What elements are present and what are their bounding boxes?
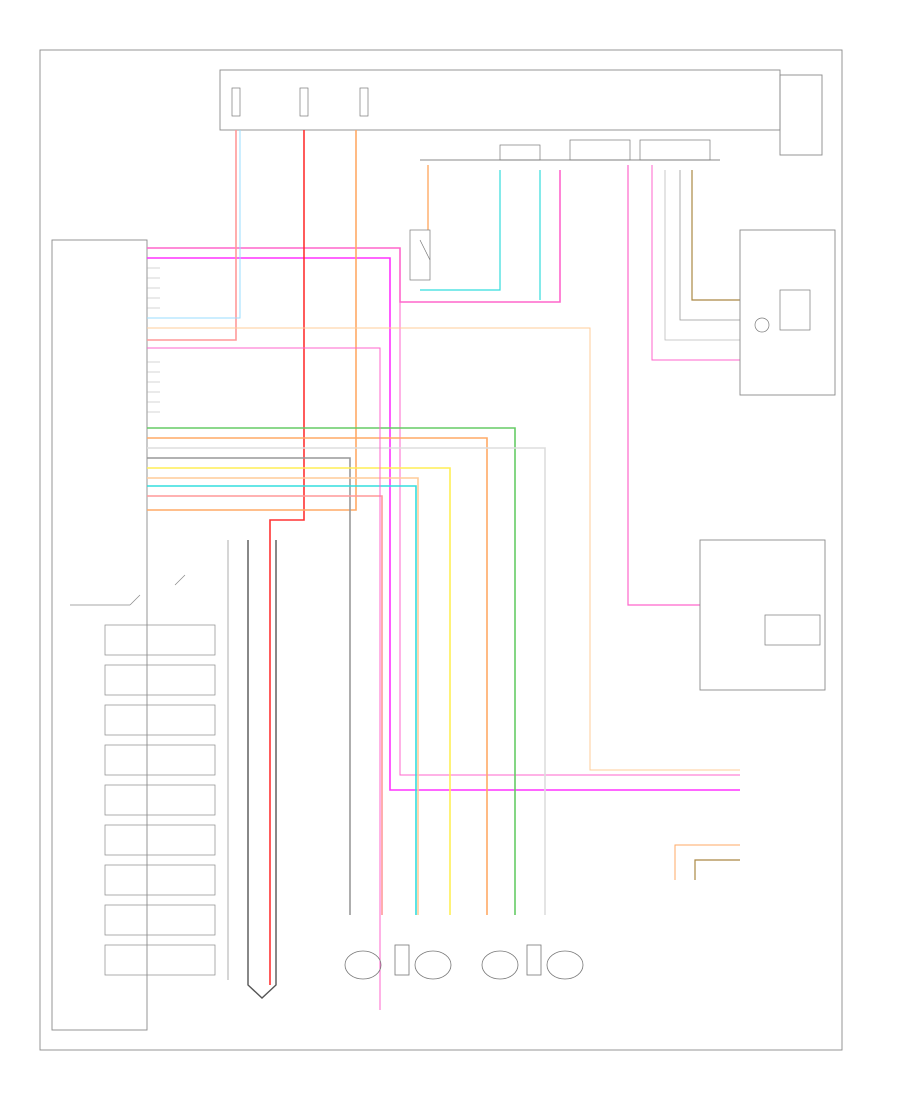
wire-battery-feed [147, 130, 237, 341]
lf-wheel-speed-sensor [344, 950, 382, 980]
connector-a [499, 144, 541, 161]
wire-relay-control [651, 165, 740, 361]
rf-sensor-connector [526, 944, 542, 976]
brake-switch-box [409, 229, 431, 281]
wire-serial-data-1 [147, 170, 561, 303]
wire-lr-sensor-high [147, 485, 417, 915]
valve-box [104, 824, 216, 856]
lr-wheel-speed-sensor [414, 950, 452, 980]
wire-cyan-1 [420, 170, 501, 291]
wire-relay-ground [679, 170, 740, 321]
wire-tcs-output-1 [674, 844, 740, 880]
relay-coil [779, 289, 811, 331]
wire-module-power [269, 130, 305, 985]
lf-sensor-connector [394, 944, 410, 976]
wire-lr-sensor-low [147, 495, 383, 915]
junction-box-right [779, 74, 823, 156]
wire-rf-sensor-high [147, 427, 516, 915]
connector-b [569, 139, 631, 161]
rf-wheel-speed-sensor [481, 950, 519, 980]
rr-wheel-speed-sensor [546, 950, 584, 980]
valve-box [104, 624, 216, 656]
motor-symbol [754, 317, 770, 333]
wire-ignition-feed [147, 130, 357, 511]
relay-module [739, 229, 836, 396]
fuse-block [219, 69, 823, 156]
wire-rr-sensor-low [147, 457, 351, 915]
wire-tcs-output-2 [694, 859, 740, 880]
wire-relay-feed [691, 170, 740, 301]
instrument-cluster [699, 539, 826, 691]
relay-module-box [739, 229, 836, 396]
wire-lf-sensor-high [147, 467, 451, 915]
wire-serial-data-2 [147, 257, 740, 791]
diagram-frame [39, 49, 843, 1051]
valve-box [104, 904, 216, 936]
wire-brake-switch [147, 347, 381, 1010]
valve-box [104, 944, 216, 976]
wire-lf-sensor-low [147, 477, 419, 915]
wire-rf-sensor-low [147, 437, 488, 915]
valve-box [104, 784, 216, 816]
instrument-cluster-box [699, 539, 826, 691]
wire-rr-sensor-high [147, 447, 546, 915]
connector-c [639, 139, 711, 161]
wire-relay-signal [664, 170, 740, 341]
valve-box [104, 744, 216, 776]
fuse-a [231, 87, 241, 117]
relay-switch-arm [129, 594, 141, 606]
fuse-b [299, 87, 309, 117]
fuse-block-box [219, 69, 781, 131]
wire-tcs-lamp [147, 327, 740, 771]
brake-switch-contact [419, 239, 431, 261]
colored-wires [147, 130, 740, 1010]
ground-wire [247, 540, 277, 999]
valve-box [104, 664, 216, 696]
valve-box [104, 864, 216, 896]
control-module-box [51, 239, 148, 1031]
fuse-c [359, 87, 369, 117]
valve-ladder [70, 540, 229, 980]
control-module [51, 239, 148, 1031]
wire-cluster-data [627, 165, 700, 606]
brake-switch [409, 229, 431, 281]
wheel-sensors [344, 944, 584, 980]
cluster-inner-box [764, 614, 821, 646]
wire-serial-data-3 [399, 302, 740, 776]
module-pin-stubs [147, 247, 230, 413]
wire-stop-lamp [147, 130, 241, 319]
valve-box [104, 704, 216, 736]
pump-switch-arm [174, 574, 186, 586]
